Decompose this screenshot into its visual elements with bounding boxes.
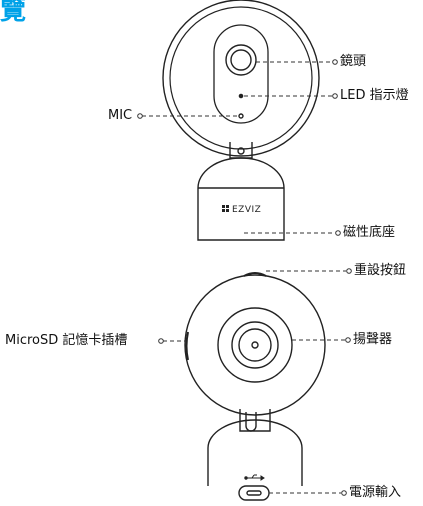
- label-power-input: 電源輸入: [349, 485, 402, 500]
- speaker-ring: [231, 321, 279, 369]
- reset-button-shape: [243, 272, 267, 277]
- lens-outer: [225, 44, 257, 76]
- brand-logo-text: EZVIZ: [232, 205, 261, 215]
- front-base: [197, 157, 285, 241]
- speaker-inner: [238, 328, 272, 362]
- led-dot: [238, 93, 244, 99]
- label-lens: 鏡頭: [340, 54, 367, 69]
- speaker-outer: [217, 307, 293, 383]
- face-plate: [213, 24, 269, 124]
- leader-endpoints: [137, 59, 352, 496]
- usb-symbol-icon: [244, 474, 265, 481]
- camera-head-ring: [169, 6, 313, 150]
- label-led-indicator: LED 指示燈: [340, 88, 409, 103]
- label-microsd-slot: MicroSD 記憶卡插槽: [5, 333, 128, 348]
- label-speaker: 揚聲器: [353, 332, 393, 347]
- rear-base: [207, 419, 303, 486]
- front-view-camera: [162, 0, 320, 241]
- speaker-center: [251, 341, 259, 349]
- usb-port: [238, 485, 270, 501]
- mic-hole: [238, 113, 244, 119]
- rear-view-camera: [184, 272, 326, 501]
- ezviz-logo: EZVIZ: [222, 205, 261, 215]
- rear-head-outer: [184, 274, 326, 416]
- label-reset-button: 重設按鈕: [354, 263, 407, 278]
- label-mic: MIC: [108, 108, 133, 123]
- page-heading: 覽: [0, 0, 28, 26]
- camera-head-outer: [162, 0, 320, 157]
- lens-inner: [230, 49, 252, 71]
- label-magnetic-base: 磁性底座: [343, 225, 396, 240]
- leader-lines: [142, 61, 346, 494]
- microsd-slot-shape: [185, 331, 189, 361]
- rear-neck: [239, 409, 271, 432]
